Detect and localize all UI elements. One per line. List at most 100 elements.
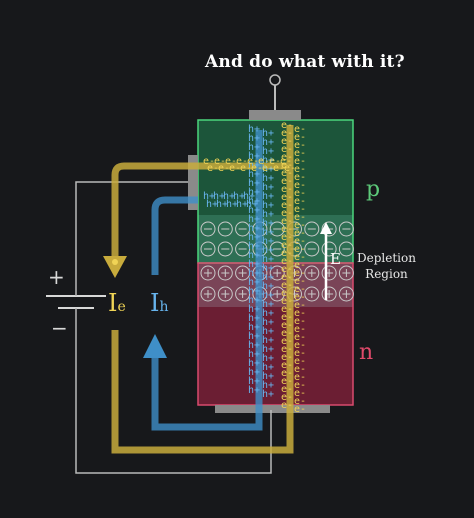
hole-glyph: h+	[236, 199, 248, 210]
electron-glyph: e-	[281, 272, 293, 283]
hole-arrow-icon	[143, 334, 167, 358]
electron-glyph: e-	[281, 288, 293, 299]
electron-current-path	[111, 125, 294, 454]
electron-glyph: e-	[294, 188, 306, 199]
electron-glyph: e-	[281, 304, 293, 315]
hole-glyph: h+	[262, 191, 274, 202]
depletion-label-line-2: Region	[365, 267, 408, 281]
hole-glyph: h+	[233, 191, 245, 202]
donor-ion-icon	[235, 265, 251, 281]
electron-glyph: e-	[281, 376, 293, 387]
electron-glyph: e-	[281, 248, 293, 259]
battery-minus-sign: −	[51, 316, 68, 340]
top-terminal-knob	[269, 74, 281, 86]
electron-glyph: e-	[294, 148, 306, 159]
hole-glyph: h+	[248, 205, 260, 216]
electron-glyph: e-	[281, 352, 293, 363]
hole-glyph: h+	[262, 299, 274, 310]
electron-glyph: e-	[294, 340, 306, 351]
hole-glyph: h+	[213, 191, 225, 202]
donor-ion-icon	[338, 265, 354, 281]
hole-glyph: h+	[262, 326, 274, 337]
electron-glyph: e-	[281, 392, 293, 403]
hole-glyph: h+	[248, 196, 260, 207]
acceptor-ion-icon	[304, 221, 320, 237]
electron-glyph: e-	[281, 120, 293, 131]
hole-glyph: h+	[203, 191, 215, 202]
electron-glyph: e-	[214, 156, 226, 167]
electron-glyph: e-	[294, 324, 306, 335]
hole-glyph: h+	[248, 250, 260, 261]
hole-glyph: h+	[262, 137, 274, 148]
electron-glyph: e-	[294, 372, 306, 383]
electron-glyph: e-	[294, 220, 306, 231]
electron-glyph: e-	[281, 312, 293, 323]
acceptor-ion-icon	[200, 241, 216, 257]
hole-glyph: h+	[248, 340, 260, 351]
n-region-label: n	[359, 340, 374, 365]
hole-glyph: h+	[262, 380, 274, 391]
hole-glyph: h+	[248, 349, 260, 360]
electron-glyph: e-	[294, 308, 306, 319]
acceptor-ion-icon	[338, 221, 354, 237]
electron-glyph: e-	[281, 280, 293, 291]
electron-glyph: e-	[294, 404, 306, 415]
hole-glyph: h+	[223, 191, 235, 202]
n-region	[198, 307, 353, 405]
ion-layer	[200, 221, 354, 302]
donor-ion-icon	[217, 286, 233, 302]
electron-glyph: e-	[281, 160, 293, 171]
acceptor-ion-icon	[338, 241, 354, 257]
hole-glyph: h+	[262, 272, 274, 283]
hole-glyph: h+	[262, 164, 274, 175]
electron-arrow-dot	[112, 259, 118, 265]
electron-glyph: e-	[294, 316, 306, 327]
electron-glyph: e-	[294, 180, 306, 191]
hole-glyph: h+	[262, 389, 274, 400]
electron-glyph: e-	[207, 163, 219, 174]
electron-glyph: e-	[294, 292, 306, 303]
hole-glyph: h+	[248, 304, 260, 315]
hole-glyph: h+	[248, 223, 260, 234]
bottom-contact	[215, 405, 330, 413]
donor-ion-icon	[235, 286, 251, 302]
acceptor-ion-icon	[304, 241, 320, 257]
electron-glyph: e-	[294, 212, 306, 223]
hole-glyph: h+	[262, 317, 274, 328]
donor-ion-icon	[269, 265, 285, 281]
question-caption: And do what with it?	[205, 52, 405, 72]
hole-glyph: h+	[248, 295, 260, 306]
electron-glyph: e-	[281, 296, 293, 307]
electron-glyph: e-	[236, 156, 248, 167]
hole-glyph: h+	[248, 178, 260, 189]
electron-glyph: e-	[294, 356, 306, 367]
electron-glyph: e-	[294, 268, 306, 279]
electron-glyph: e-	[240, 163, 252, 174]
electron-glyph: e-	[294, 348, 306, 359]
hole-glyph: h+	[248, 376, 260, 387]
hole-glyph: h+	[262, 281, 274, 292]
electron-glyph: e-	[281, 176, 293, 187]
hole-glyph: h+	[248, 232, 260, 243]
hole-glyph: h+	[262, 254, 274, 265]
hole-glyph: h+	[262, 353, 274, 364]
electron-glyph: e-	[281, 360, 293, 371]
electron-glyph: e-	[203, 156, 215, 167]
field-arrow-head-icon	[320, 222, 332, 234]
electron-glyph: e-	[281, 344, 293, 355]
hole-glyph: h+	[248, 313, 260, 324]
external-wire	[75, 181, 272, 474]
hole-glyph: h+	[216, 199, 228, 210]
electron-glyph: e-	[281, 368, 293, 379]
electron-glyph: e-	[262, 163, 274, 174]
donor-ion-icon	[200, 265, 216, 281]
hole-glyph: h+	[262, 335, 274, 346]
electron-glyph: e-	[281, 328, 293, 339]
hole-glyph: h+	[262, 173, 274, 184]
hole-glyph: h+	[206, 199, 218, 210]
electron-glyph: e-	[281, 384, 293, 395]
left-contact	[188, 155, 198, 210]
depletion-label-line-1: Depletion	[357, 251, 416, 265]
electron-glyph: e-	[225, 156, 237, 167]
